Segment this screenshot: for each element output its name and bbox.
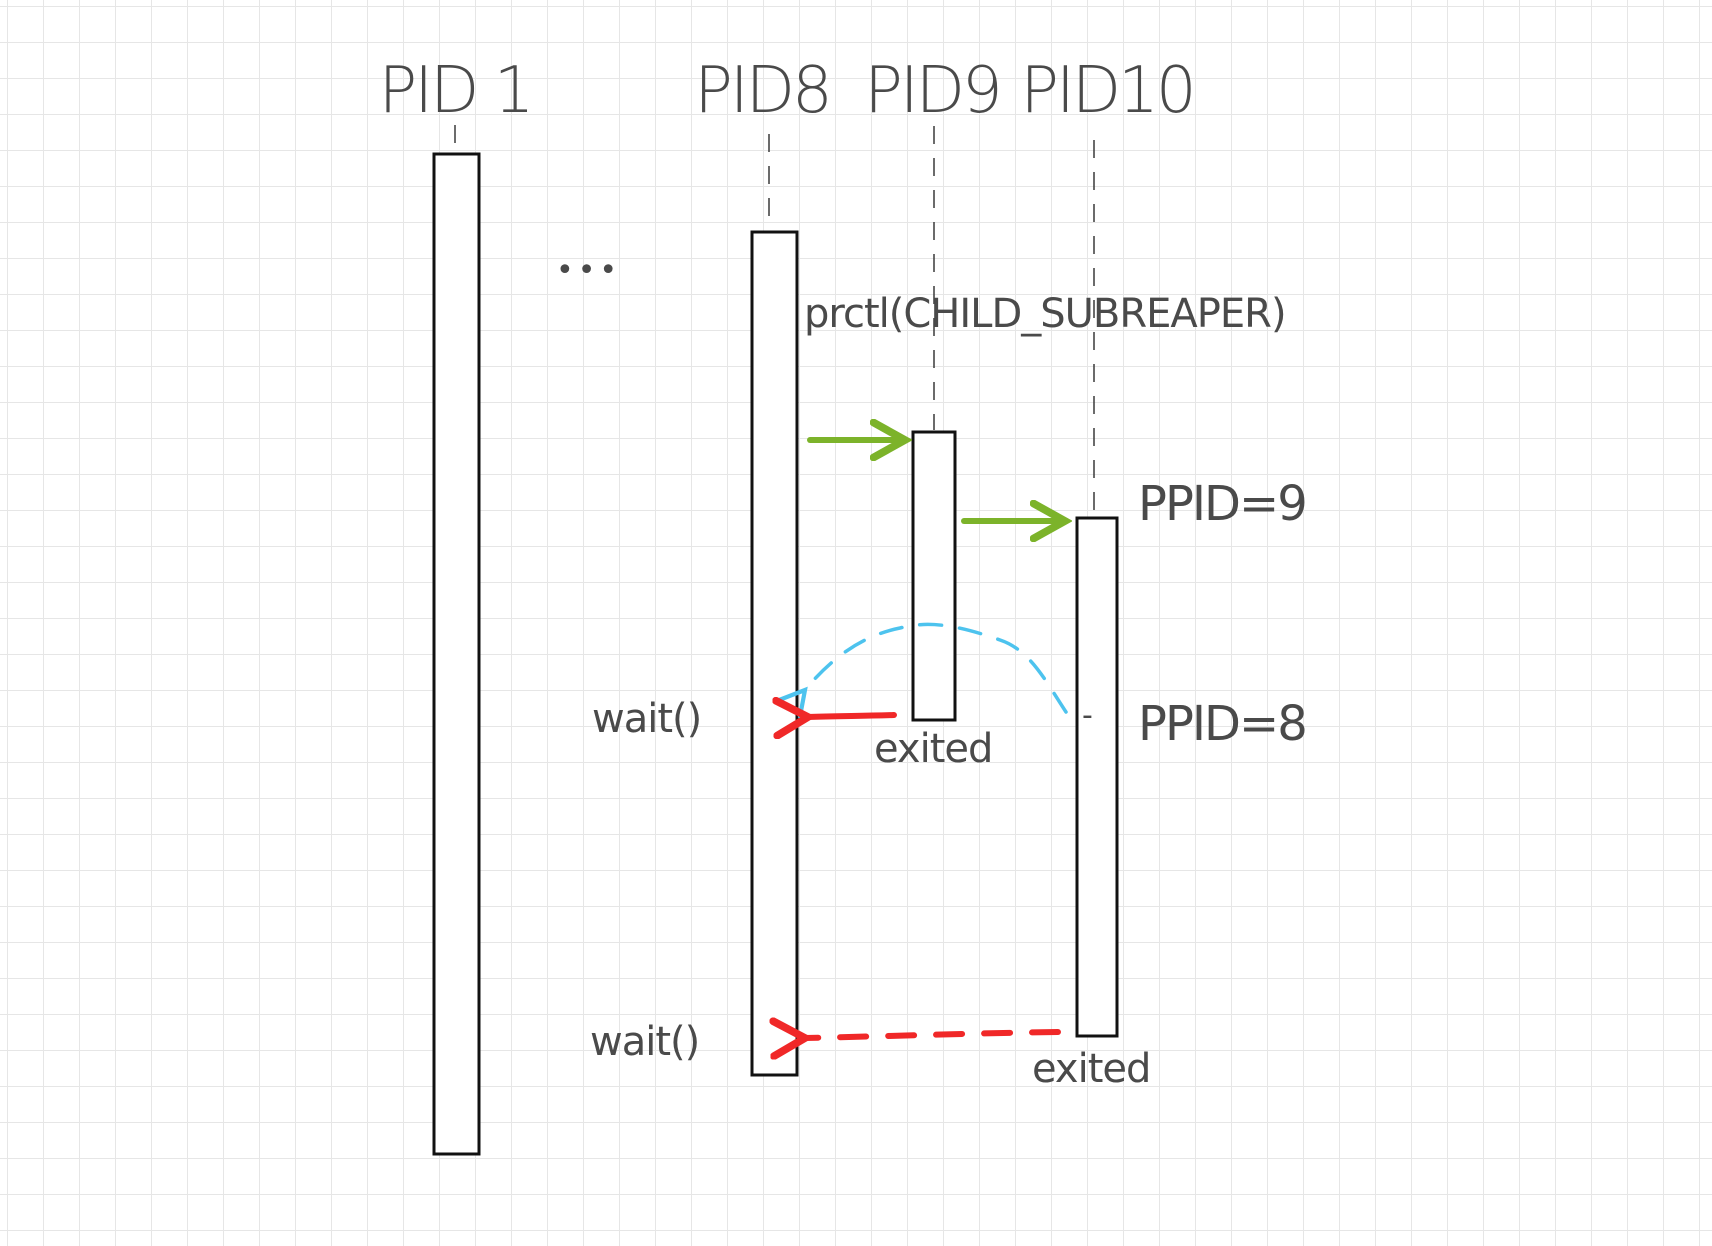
ppid-label-before: PPID=9 xyxy=(1138,476,1306,532)
wait-label-first: wait() xyxy=(592,696,701,742)
wait-label-second: wait() xyxy=(590,1019,699,1065)
exited-label-pid10: exited xyxy=(1032,1046,1150,1092)
reparent-curve xyxy=(777,622,1068,719)
ppid-label-after: PPID=8 xyxy=(1138,696,1306,752)
process-title-pid8: PID8 xyxy=(694,54,829,128)
activation-bar-pid8 xyxy=(750,230,799,1077)
process-title-pid1: PID 1 xyxy=(379,54,532,128)
exited-label-pid9: exited xyxy=(874,726,992,772)
process-title-pid10: PID10 xyxy=(1020,54,1193,128)
exit-signal-arrow-pid9 xyxy=(808,715,897,717)
activation-bar-pid9 xyxy=(911,430,957,722)
reparent-tick: - xyxy=(1082,698,1093,733)
activation-bar-pid1 xyxy=(432,152,481,1156)
activation-bar-pid10 xyxy=(1075,516,1119,1038)
process-title-pid9: PID9 xyxy=(864,54,999,128)
prctl-label: prctl(CHILD_SUBREAPER) xyxy=(804,291,1286,337)
exit-signal-arrow-pid10 xyxy=(805,1032,1061,1038)
ellipsis-marker: ••• xyxy=(556,253,621,288)
